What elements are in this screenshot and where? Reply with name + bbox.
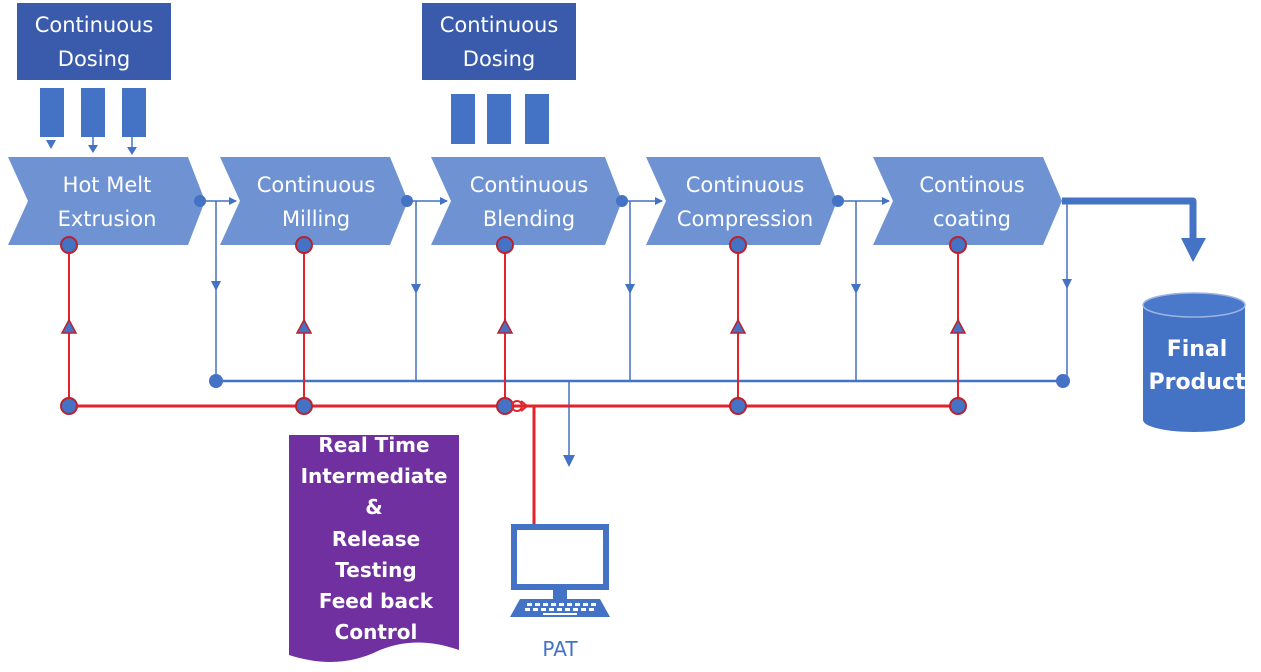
stage-continuous-blending: Continuous Blending [431, 157, 622, 245]
stage-continuous-compression: Continuous Compression [646, 157, 837, 245]
banner-line: Intermediate [301, 464, 448, 488]
stage-hot-melt-extrusion: Hot Melt Extrusion [8, 157, 205, 245]
control-node [729, 236, 747, 254]
stage-label-line1: Hot Melt [63, 173, 152, 197]
stage-output-nodes [194, 195, 844, 207]
junction-node [729, 397, 747, 415]
up-arrow-icon [496, 318, 514, 334]
junction-node [60, 397, 78, 415]
control-node [949, 236, 967, 254]
product-output-arrow [1062, 197, 1206, 262]
banner-line: Real Time [318, 433, 429, 457]
final-product-label-line1: Final [1167, 337, 1228, 362]
hopper [451, 94, 475, 144]
banner-line: Testing [335, 558, 416, 582]
dosing-2-label-line1: Continuous [440, 13, 559, 37]
stage-label-line1: Continuous [470, 173, 589, 197]
up-arrow-icon [295, 318, 313, 334]
stage-label-line2: Compression [677, 207, 813, 231]
hopper [40, 88, 64, 137]
stage-label-line2: coating [933, 207, 1011, 231]
banner-line: & [365, 495, 382, 519]
stage-label-line2: Extrusion [58, 207, 157, 231]
stage-label-line1: Continuous [257, 173, 376, 197]
hopper [122, 88, 146, 137]
stage-label-line1: Continuous [686, 173, 805, 197]
dosing-unit-1: Continuous Dosing [17, 3, 171, 155]
down-arrow-icon [88, 145, 98, 153]
junction-node [295, 397, 313, 415]
junction-node [496, 397, 514, 415]
down-arrow-icon [127, 147, 137, 155]
up-arrow-icon [729, 318, 747, 334]
banner-line: Release [332, 527, 420, 551]
feedback-control-banner: Real Time Intermediate & Release Testing… [289, 433, 459, 662]
stage-continuous-milling: Continuous Milling [220, 157, 408, 245]
feedback-lines [68, 246, 959, 527]
feedback-nodes [60, 236, 967, 415]
final-product-cylinder: Final Product [1142, 292, 1246, 432]
junction-node [949, 397, 967, 415]
control-node [295, 236, 313, 254]
stage-label-line2: Milling [282, 207, 350, 231]
up-arrow-icon [949, 318, 967, 334]
pat-computer-icon: PAT [510, 524, 610, 661]
stage-continuous-coating: Continous coating [873, 157, 1062, 245]
feedback-valve-icon [511, 400, 529, 412]
final-product-label-line2: Product [1148, 370, 1246, 395]
down-arrow-icon [46, 140, 56, 149]
dosing-1-label-line1: Continuous [35, 13, 154, 37]
feedback-up-arrows [60, 318, 967, 334]
dosing-2-label-line2: Dosing [463, 47, 535, 71]
control-node [60, 236, 78, 254]
control-node [496, 236, 514, 254]
banner-line: Control [335, 620, 418, 644]
hopper [81, 88, 105, 137]
sampling-arrowheads [209, 279, 1072, 467]
hopper [525, 94, 549, 144]
stage-label-line1: Continous [919, 173, 1024, 197]
dosing-unit-2: Continuous Dosing [422, 3, 576, 144]
pat-label: PAT [542, 637, 578, 661]
up-arrow-icon [60, 318, 78, 334]
stage-label-line2: Blending [483, 207, 575, 231]
dosing-1-label-line2: Dosing [58, 47, 130, 71]
hopper [487, 94, 511, 144]
banner-line: Feed back [319, 589, 434, 613]
